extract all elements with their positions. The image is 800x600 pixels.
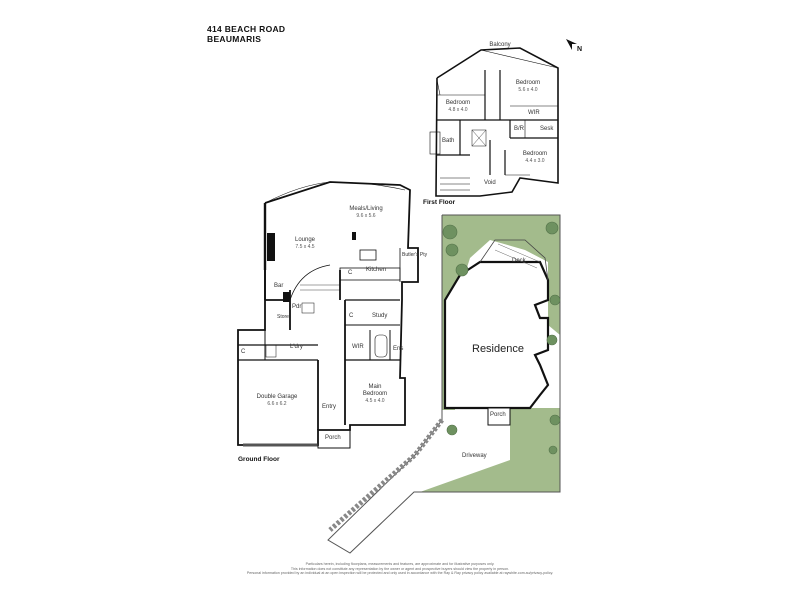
ground-floor-title: Ground Floor xyxy=(238,456,280,463)
pantry-label: Butler's Pty xyxy=(402,252,428,258)
bar-label: Bar xyxy=(274,283,284,289)
trees xyxy=(442,221,561,455)
tree-icon xyxy=(549,294,561,306)
first-bedroom-b-dims: 5.6 x 4.0 xyxy=(518,87,538,93)
ground-wir-label: WIR xyxy=(352,344,364,350)
residence-label: Residence xyxy=(472,343,524,355)
meals-living-dims: 9.6 x 5.6 xyxy=(356,213,376,219)
cupboard-c2: C xyxy=(349,313,354,319)
address-line-1: 414 BEACH ROAD xyxy=(207,24,286,34)
site-porch-box xyxy=(487,407,511,426)
first-sesk-label: Sesk xyxy=(540,126,554,132)
cupboard-c3: C xyxy=(348,270,353,276)
main-bedroom-dims: 4.5 x 4.0 xyxy=(365,398,385,404)
lounge-dims: 7.5 x 4.5 xyxy=(295,244,315,250)
entry-label: Entry xyxy=(322,404,337,410)
first-bedroom-c-name: Bedroom xyxy=(522,151,548,157)
site-porch-label: Porch xyxy=(490,412,506,418)
ground-floor-plan xyxy=(237,181,419,449)
tree-icon xyxy=(545,221,559,235)
deck-outline xyxy=(479,239,549,281)
disclaimer-line: Particulars herein, including floorplans… xyxy=(305,562,495,566)
store-label: Store xyxy=(277,314,289,320)
deck-step xyxy=(497,243,541,263)
ens-label: Ens xyxy=(393,346,404,352)
disclaimer-line: Personal information provided by an indi… xyxy=(246,571,554,576)
first-wir-label: WIR xyxy=(528,110,540,116)
disclaimer: Particulars herein, including floorplans… xyxy=(200,562,600,576)
ldry-label: L'dry xyxy=(290,344,303,350)
north-label: N xyxy=(577,46,583,53)
cupboard-c1: C xyxy=(241,349,246,355)
first-bedroom-b-name: Bedroom xyxy=(515,80,541,86)
deck-step xyxy=(494,249,538,269)
garage-name: Double Garage xyxy=(256,394,298,400)
driveway-label: Driveway xyxy=(462,453,487,459)
first-floor-outline xyxy=(435,47,559,197)
site-plan xyxy=(327,214,561,554)
first-void-label: Void xyxy=(484,180,496,186)
tree-icon xyxy=(549,414,561,426)
ground-porch-label: Porch xyxy=(325,435,341,441)
lounge: Lounge 7.5 x 4.5 xyxy=(295,237,315,251)
tree-icon xyxy=(445,243,459,257)
first-br-label: B/R xyxy=(514,126,525,132)
first-bedroom-a-name: Bedroom xyxy=(445,100,471,106)
driveway-path xyxy=(328,418,444,532)
garage-dims: 6.6 x 6.2 xyxy=(267,401,287,407)
tree-icon xyxy=(546,334,558,346)
site-boundary xyxy=(327,214,561,554)
meals-living: Meals/Living 9.6 x 5.6 xyxy=(349,206,382,220)
first-bedroom-c: Bedroom 4.4 x 3.0 xyxy=(523,151,547,165)
main-bedroom-name2: Bedroom xyxy=(362,391,388,397)
north-compass: N xyxy=(565,38,583,57)
double-garage: Double Garage 6.6 x 6.2 xyxy=(257,394,298,408)
tree-icon xyxy=(442,224,458,240)
first-bedroom-b: Bedroom 5.6 x 4.0 xyxy=(516,80,540,94)
kitchen-label: Kitchen xyxy=(366,267,387,273)
residence-footprint xyxy=(443,260,550,410)
disclaimer-line: This information does not constitute any… xyxy=(290,566,510,571)
meals-living-name: Meals/Living xyxy=(349,206,383,212)
deck-label: Deck xyxy=(512,258,526,264)
tree-icon xyxy=(548,445,558,455)
main-bedroom-name: Main xyxy=(368,384,382,390)
first-bath-label: Bath xyxy=(442,138,455,144)
first-floor-plan xyxy=(429,47,559,197)
main-bedroom: Main Bedroom 4.5 x 4.0 xyxy=(363,384,387,405)
tree-icon xyxy=(446,424,458,436)
lounge-name: Lounge xyxy=(294,237,316,243)
study-label: Study xyxy=(372,313,388,319)
tree-icon xyxy=(455,263,469,277)
first-bedroom-a: Bedroom 4.8 x 4.0 xyxy=(446,100,470,114)
first-balcony-label: Balcony xyxy=(489,42,511,48)
first-floor-title: First Floor xyxy=(423,199,456,206)
pdr-label: Pdr xyxy=(292,304,302,310)
first-bedroom-c-dims: 4.4 x 3.0 xyxy=(525,158,545,164)
address-line-2: BEAUMARIS xyxy=(207,34,262,44)
north-arrow-icon xyxy=(566,39,577,50)
lawn-front xyxy=(420,408,560,492)
first-bedroom-a-dims: 4.8 x 4.0 xyxy=(448,107,468,113)
